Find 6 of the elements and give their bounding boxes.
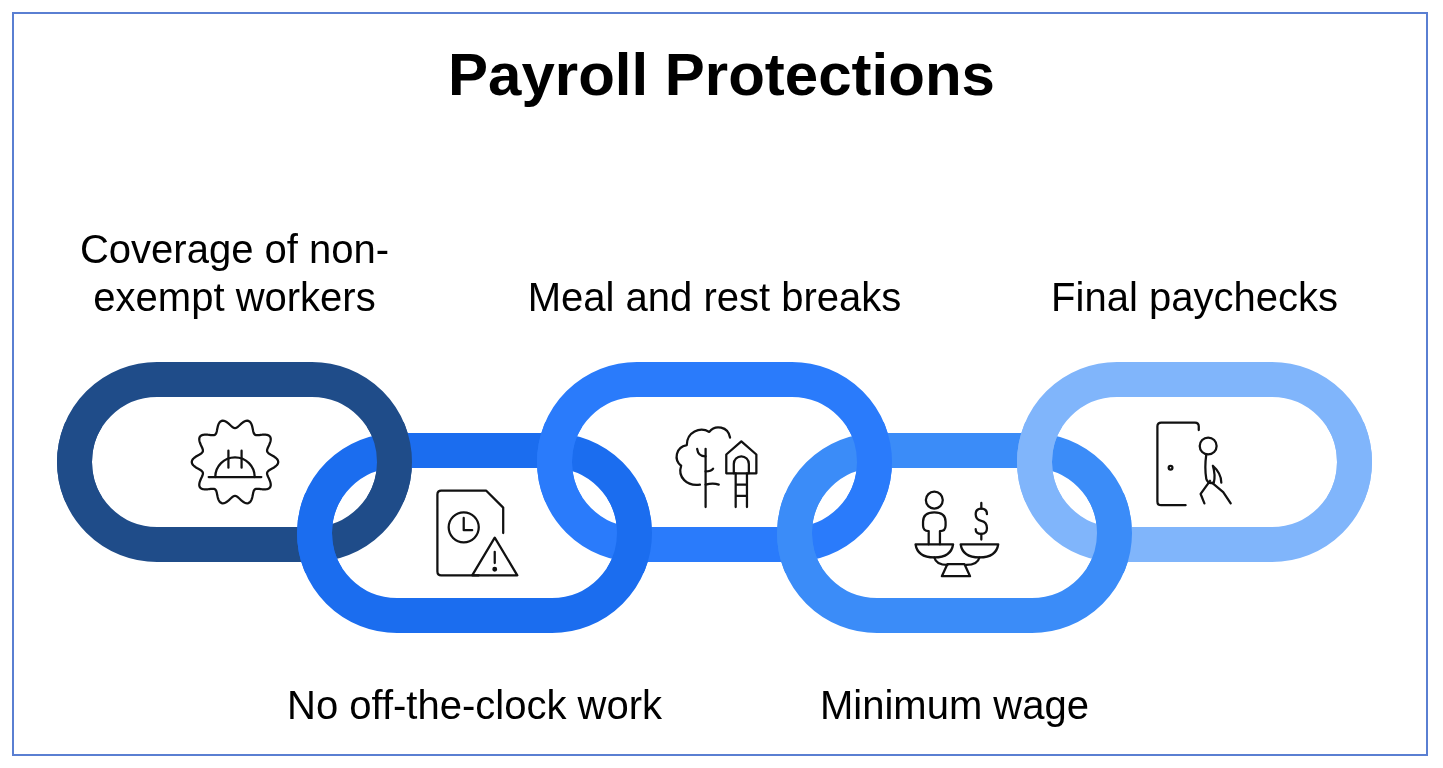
chain-link-label: Meal and rest breaks	[527, 274, 902, 321]
chain-link-label: No off-the-clock work	[287, 682, 662, 729]
chain-link-label: Coverage of non-exempt workers	[78, 226, 391, 321]
chain-link-label: Final paychecks	[1051, 274, 1338, 321]
page-title: Payroll Protections	[448, 40, 995, 110]
chain-link-label: Minimum wage	[820, 682, 1089, 729]
